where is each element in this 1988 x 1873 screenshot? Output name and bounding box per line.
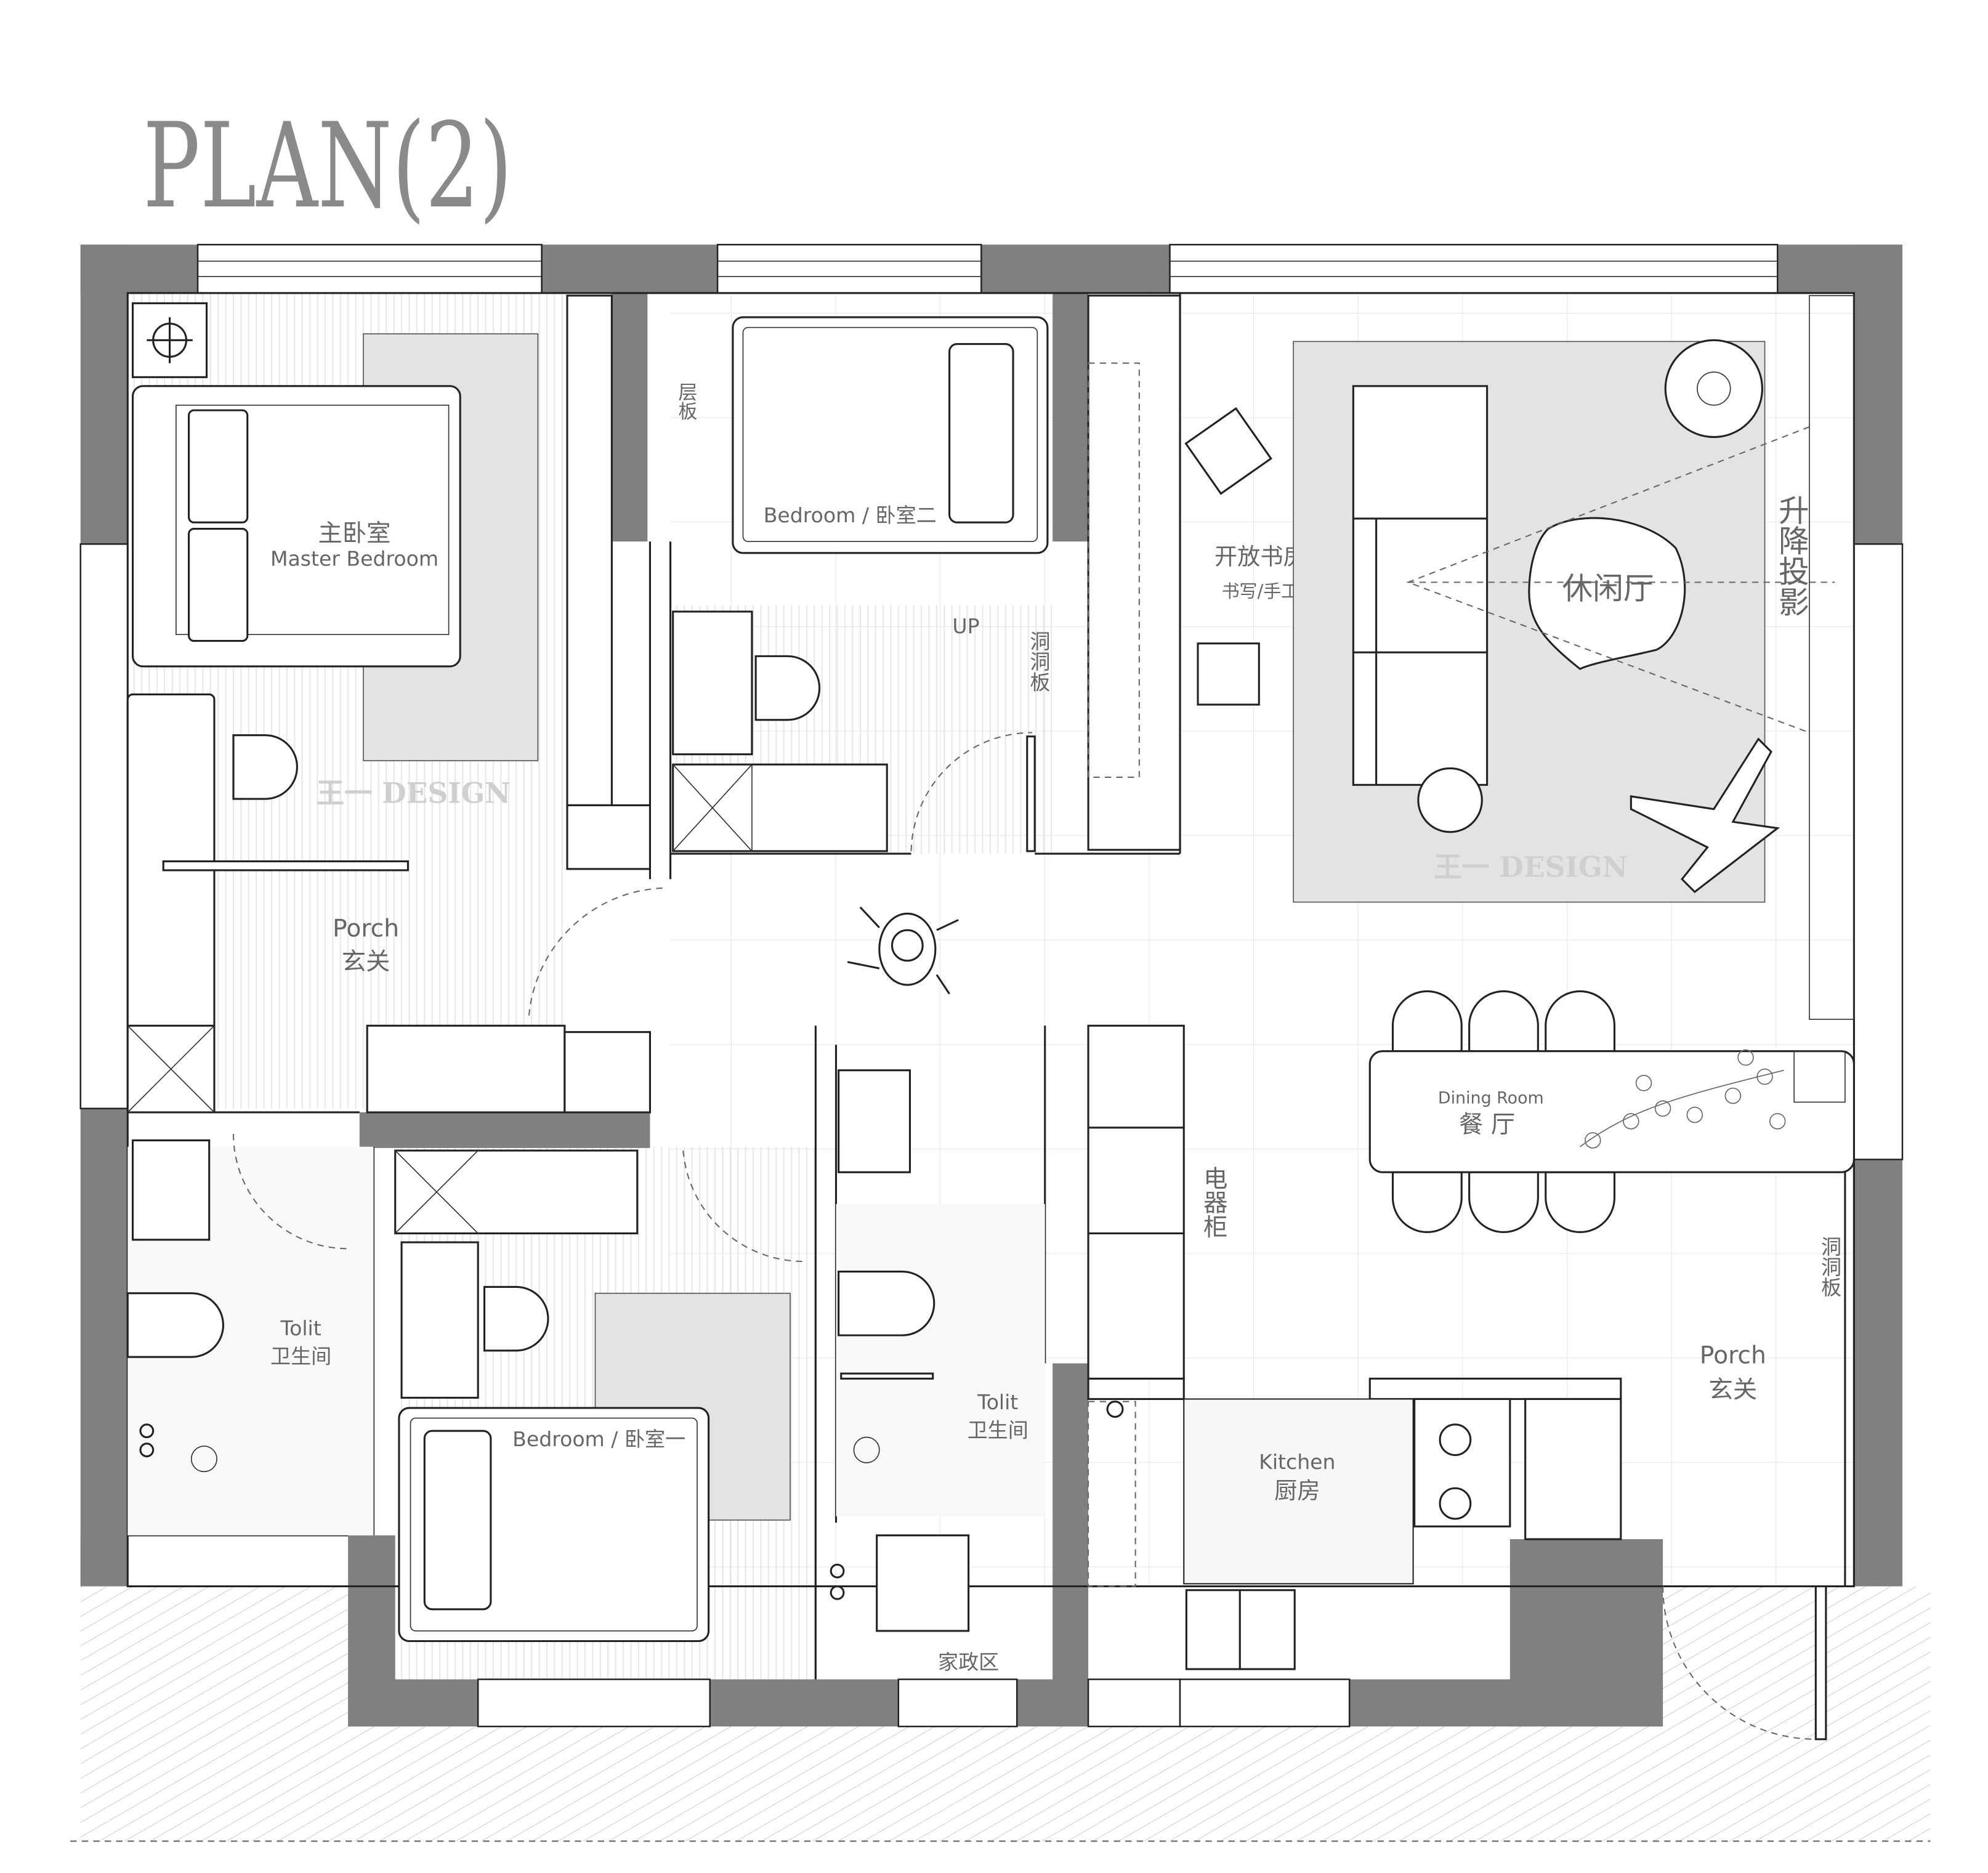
porch-right-label-en: Porch <box>1700 1342 1766 1370</box>
person-figure-icon <box>847 906 959 995</box>
bedroom1-label: Bedroom / 卧室一 <box>512 1427 685 1451</box>
shower-drain-icon <box>853 1436 880 1463</box>
desk <box>672 610 753 756</box>
kitchen-floor <box>1183 1398 1414 1585</box>
coffee-table <box>1528 517 1686 670</box>
pillow <box>188 527 249 642</box>
toilet-mid-floor <box>836 1203 1045 1516</box>
study-label: 开放书房 <box>1214 543 1306 570</box>
drain-icon <box>1106 1401 1124 1418</box>
sink <box>838 1069 911 1173</box>
master-bed-mattress <box>176 405 450 636</box>
sofa <box>1352 385 1489 786</box>
burner-icon <box>1439 1487 1472 1520</box>
glass-partition <box>840 1372 934 1380</box>
pillow <box>423 1430 492 1611</box>
master-bedroom-label-en: Master Bedroom <box>270 547 438 571</box>
bench <box>366 1024 566 1114</box>
chair <box>754 655 821 721</box>
stove-counter <box>1413 1398 1511 1527</box>
valve-icon <box>830 1563 845 1579</box>
kitchen-label-en: Kitchen <box>1259 1450 1335 1474</box>
housework-label: 家政区 <box>938 1650 999 1674</box>
hole-board-label: 洞洞板 <box>1027 631 1051 692</box>
valve-icon <box>139 1442 155 1458</box>
bench <box>564 1031 652 1114</box>
chair <box>483 1285 549 1352</box>
door-swing <box>232 1134 349 1250</box>
pouf <box>1664 339 1763 439</box>
bedroom1-wardrobe <box>394 1149 639 1235</box>
entry-door-swing <box>1662 1586 1816 1740</box>
study-sub-label: 书写/手工 <box>1222 581 1299 602</box>
door-leaf <box>1026 735 1036 852</box>
porch-left-label-cn: 玄关 <box>342 948 390 976</box>
dining-label-en: Dining Room <box>1438 1089 1544 1108</box>
projector-label: 升降投影 <box>1774 495 1809 617</box>
toilet-mid-label-cn: 卫生间 <box>968 1418 1028 1442</box>
bedroom2-label: Bedroom / 卧室二 <box>764 503 937 527</box>
stool <box>232 734 298 800</box>
wardrobe <box>672 763 888 852</box>
door-swing <box>910 732 1033 851</box>
right-cabinet <box>1809 295 1855 1020</box>
hole-board-label: 洞洞板 <box>1818 1236 1842 1297</box>
kitchen-label-cn: 厨房 <box>1274 1477 1320 1504</box>
study-cabinet <box>1087 294 1181 851</box>
porch-right-label-cn: 玄关 <box>1709 1376 1758 1404</box>
dining-chairs <box>1391 990 1616 1233</box>
shower-drain-icon <box>190 1446 217 1473</box>
sliding-rail <box>162 860 409 872</box>
door-swing <box>682 1150 803 1263</box>
study-stool <box>1184 407 1272 495</box>
watermark: 王一 DESIGN <box>1434 850 1628 883</box>
lounge-label: 休闲厅 <box>1562 570 1654 606</box>
sink-counter <box>1793 1050 1846 1103</box>
dining-table <box>1368 1050 1855 1173</box>
pillow <box>188 409 249 524</box>
burner-icon <box>1439 1423 1472 1457</box>
plant-decoration-icon <box>1580 1049 1786 1149</box>
toilet-icon <box>838 1271 935 1337</box>
appliance-cabinet <box>1087 1024 1185 1380</box>
study-table <box>1197 642 1260 706</box>
lounge-chair <box>1630 737 1780 894</box>
up-label: UP <box>952 614 979 638</box>
master-bed <box>132 385 461 668</box>
toilet-left-label-cn: 卫生间 <box>270 1345 331 1369</box>
porch-left-label-en: Porch <box>333 915 399 943</box>
watermark: 王一 DESIGN <box>316 776 511 809</box>
washing-machine <box>876 1534 970 1632</box>
projection-lines <box>1406 426 1835 734</box>
toilet-left-label-en: Tolit <box>280 1316 321 1340</box>
valve-icon <box>139 1423 155 1439</box>
door-swing <box>528 887 663 1016</box>
pillow <box>948 342 1014 524</box>
entry-door-leaf <box>1814 1585 1827 1741</box>
shelf-label: 层板 <box>674 382 697 421</box>
side-table <box>1417 767 1483 833</box>
sink <box>132 1139 211 1241</box>
windows <box>79 243 1904 1728</box>
master-bedroom-label-cn: 主卧室 <box>318 520 391 548</box>
appliance-cabinet-label: 电器柜 <box>1199 1166 1227 1239</box>
side-cabinet <box>566 804 652 870</box>
toilet-icon <box>126 1292 224 1358</box>
dining-label-cn: 餐 厅 <box>1459 1111 1515 1139</box>
desk <box>400 1241 479 1399</box>
wardrobe-column <box>566 294 613 806</box>
toilet-mid-label-en: Tolit <box>977 1390 1018 1414</box>
kitchen-cabinet <box>1524 1398 1622 1540</box>
plan-title: PLAN(2) <box>143 97 512 234</box>
valve-icon <box>830 1585 845 1600</box>
